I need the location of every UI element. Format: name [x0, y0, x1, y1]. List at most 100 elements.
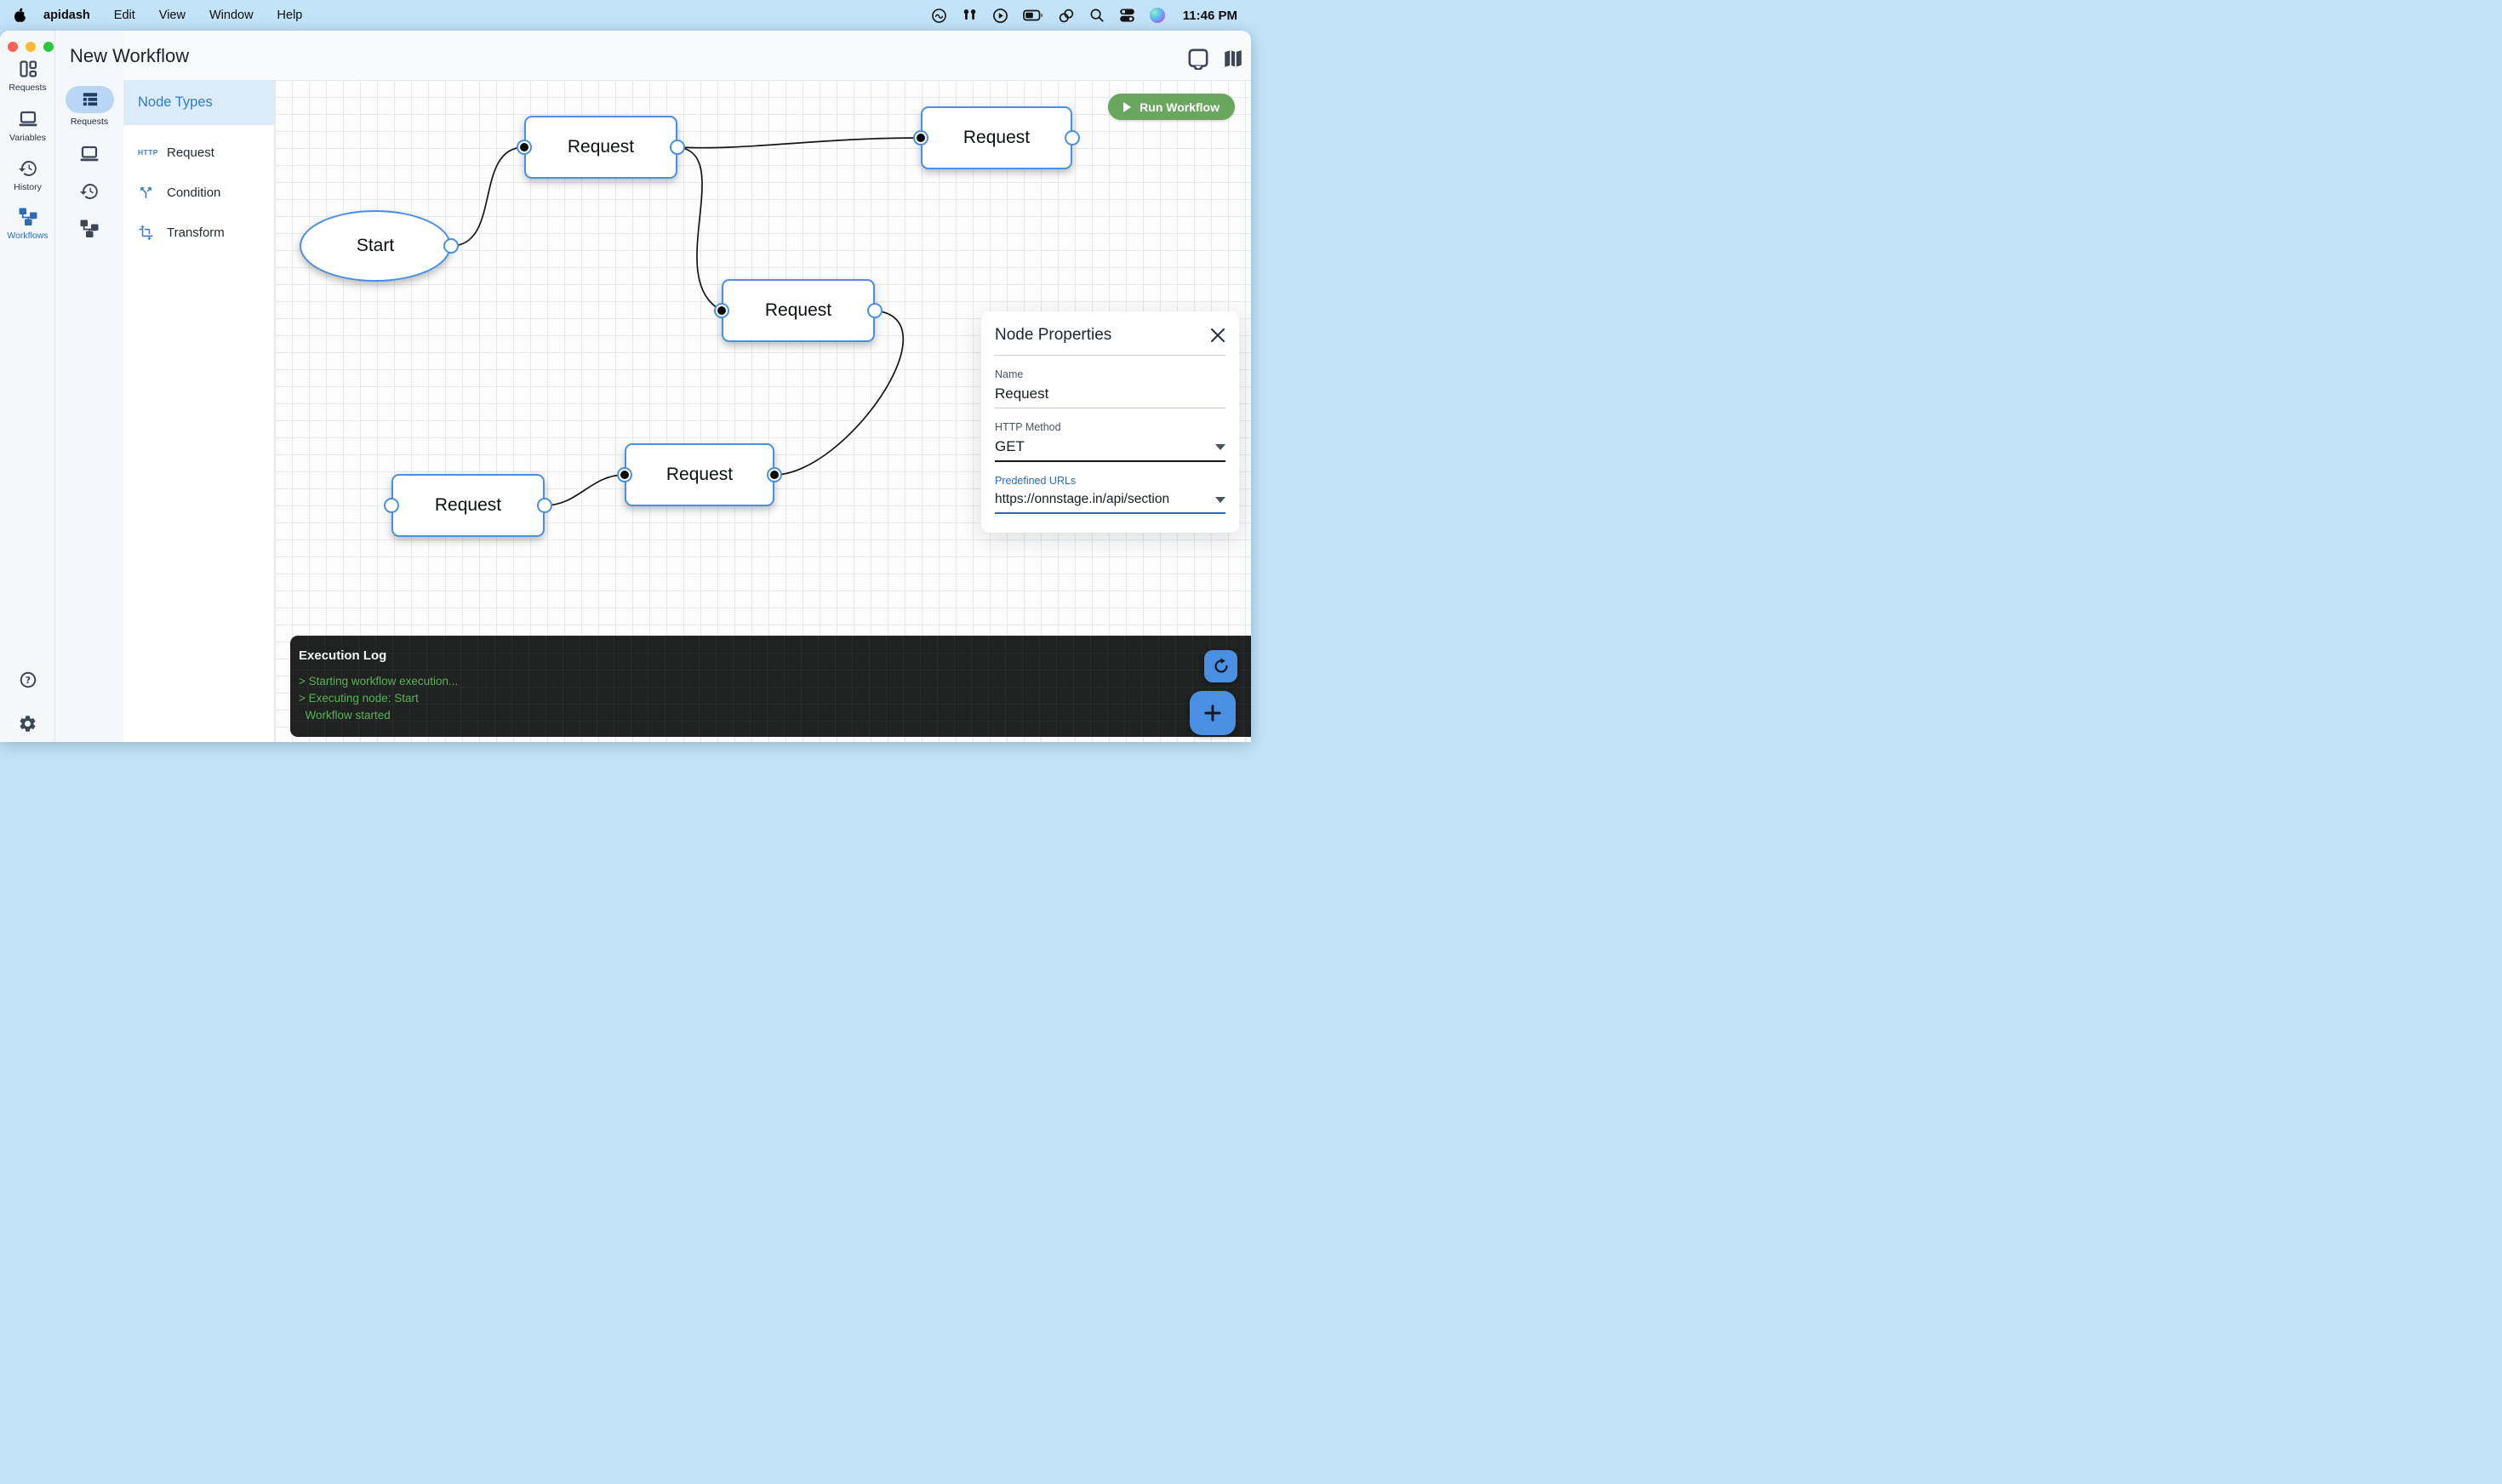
field-predefined-urls: Predefined URLs https://onnstage.in/api/… — [995, 475, 1225, 514]
help-button[interactable]: ? — [0, 671, 55, 689]
request-top-right-port-left[interactable] — [913, 130, 928, 146]
sidebar-item-label: History — [14, 182, 42, 192]
control-center-icon[interactable] — [1119, 8, 1135, 23]
rail-item-requests[interactable] — [66, 86, 114, 113]
close-icon[interactable] — [1210, 328, 1225, 343]
sidebar-item-label: Workflows — [7, 231, 49, 241]
add-node-button[interactable] — [1190, 691, 1236, 735]
request-bottom-mid-port-right[interactable] — [767, 467, 782, 482]
node-type-label: Request — [167, 145, 214, 160]
laptop-icon — [17, 109, 39, 129]
macos-menu-bar: apidash Edit View Window Help — [0, 0, 1251, 31]
node-type-condition[interactable]: Condition — [123, 178, 275, 207]
rail-item-variables[interactable] — [55, 144, 123, 164]
request-bottom-left-port-right[interactable] — [537, 498, 552, 513]
sidebar-item-variables[interactable]: Variables — [0, 109, 55, 143]
node-types-header: Node Types — [123, 80, 274, 125]
rail-item-workflows[interactable] — [55, 219, 123, 239]
app-window: New Workflow Requests — [0, 31, 1251, 742]
field-label: HTTP Method — [995, 421, 1061, 433]
run-workflow-button[interactable]: Run Workflow — [1108, 94, 1235, 120]
menu-edit[interactable]: Edit — [113, 9, 135, 22]
history-clock-icon — [18, 158, 38, 179]
link-rings-icon[interactable] — [1058, 8, 1075, 24]
edge-request1-to-mid — [677, 146, 723, 311]
apple-logo-icon[interactable] — [14, 8, 26, 23]
properties-title: Node Properties — [995, 326, 1112, 344]
http-method-select[interactable]: GET — [995, 438, 1225, 462]
workflow-node-request-1[interactable]: Request — [524, 116, 677, 179]
battery-icon[interactable] — [1022, 8, 1043, 23]
airpods-icon[interactable] — [962, 8, 978, 23]
request-mid-port-right[interactable] — [867, 303, 883, 318]
condition-split-icon — [138, 185, 163, 201]
transform-icon — [138, 225, 163, 241]
edge-layer — [450, 137, 922, 506]
tray-icon[interactable] — [1187, 48, 1209, 70]
map-icon[interactable] — [1222, 48, 1244, 70]
log-line: > Starting workflow execution... — [299, 675, 459, 688]
sidebar-item-workflows[interactable]: Workflows — [0, 207, 55, 241]
menu-help[interactable]: Help — [277, 9, 303, 22]
workflow-node-request-mid[interactable]: Request — [722, 279, 875, 342]
log-line: > Executing node: Start — [299, 692, 419, 705]
table-list-icon — [82, 92, 99, 107]
node-label: Start — [356, 236, 395, 255]
refresh-icon — [1214, 658, 1228, 673]
workflow-node-request-bottom-left[interactable]: Request — [391, 474, 545, 537]
creative-cloud-icon[interactable] — [931, 8, 947, 24]
field-name: Name Request — [995, 368, 1225, 408]
http-icon: HTTP — [138, 148, 158, 157]
window-controls — [8, 42, 54, 52]
predefined-urls-select[interactable]: https://onnstage.in/api/section — [995, 492, 1225, 514]
settings-button[interactable] — [0, 714, 55, 733]
execution-log-panel: Execution Log > Starting workflow execut… — [290, 636, 1251, 737]
node-types-panel: Node Types HTTP Request Condition Transf… — [123, 80, 275, 742]
edge-mid-to-bottommid — [774, 310, 905, 476]
sidebar-item-history[interactable]: History — [0, 158, 55, 192]
node-type-label: Transform — [167, 225, 225, 240]
chevron-down-icon — [1215, 443, 1225, 450]
menu-app-name[interactable]: apidash — [43, 9, 90, 22]
menu-view[interactable]: View — [158, 9, 186, 22]
refresh-button[interactable] — [1204, 650, 1237, 682]
request-1-port-left[interactable] — [517, 140, 532, 155]
zoom-window-button[interactable] — [43, 42, 54, 52]
node-label: Request — [434, 495, 502, 515]
node-label: Request — [567, 137, 635, 157]
close-window-button[interactable] — [8, 42, 18, 52]
help-icon: ? — [19, 671, 37, 689]
requests-dashboard-icon — [18, 59, 38, 79]
request-bottom-mid-port-left[interactable] — [617, 467, 632, 482]
edge-start-to-request1 — [450, 146, 525, 247]
workflow-node-request-bottom-mid[interactable]: Request — [625, 443, 774, 506]
menu-clock[interactable]: 11:46 PM — [1182, 8, 1237, 23]
workflow-node-request-top-right[interactable]: Request — [921, 106, 1072, 169]
rail-item-history[interactable] — [55, 181, 123, 202]
start-port-right[interactable] — [443, 238, 459, 254]
siri-icon[interactable] — [1149, 8, 1165, 23]
request-top-right-port-right[interactable] — [1065, 130, 1080, 146]
play-circle-icon[interactable] — [992, 8, 1008, 24]
edge-bottomleft-to-bottommid — [544, 474, 626, 506]
node-label: Request — [963, 128, 1031, 147]
request-1-port-right[interactable] — [670, 140, 685, 155]
minimize-window-button[interactable] — [26, 42, 36, 52]
workflow-node-start[interactable]: Start — [300, 210, 451, 282]
sidebar-item-label: Variables — [9, 133, 46, 143]
node-type-label: Condition — [167, 185, 221, 200]
node-type-request[interactable]: HTTP Request — [123, 138, 275, 167]
menu-window[interactable]: Window — [208, 9, 254, 22]
execution-log-title: Execution Log — [299, 648, 387, 663]
name-input[interactable]: Request — [995, 385, 1225, 408]
sidebar-item-requests[interactable]: Requests — [0, 59, 55, 93]
request-bottom-left-port-left[interactable] — [384, 498, 399, 513]
svg-text:?: ? — [25, 675, 30, 686]
node-type-transform[interactable]: Transform — [123, 218, 275, 247]
search-icon[interactable] — [1089, 8, 1105, 23]
workflow-tree-icon — [18, 207, 38, 227]
plus-icon — [1204, 705, 1221, 722]
request-mid-port-left[interactable] — [714, 303, 729, 318]
page-title: New Workflow — [70, 45, 190, 66]
